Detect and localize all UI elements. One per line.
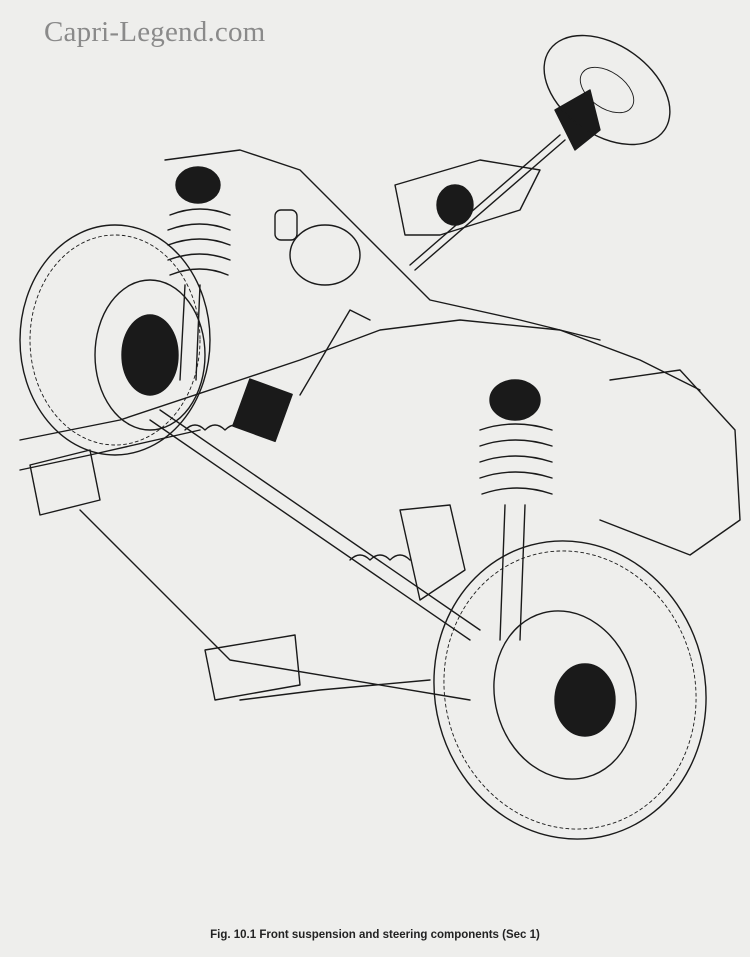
brake-servo	[274, 209, 371, 396]
anti-roll-bar	[29, 449, 471, 701]
steering-wheel	[543, 34, 671, 146]
steering-column	[394, 89, 601, 271]
body-shell	[19, 149, 741, 701]
steering-rack	[149, 378, 481, 641]
right-wheel	[433, 540, 707, 840]
right-strut	[479, 379, 553, 641]
left-wheel	[19, 224, 211, 456]
watermark-logo: Capri-Legend.com	[44, 16, 266, 48]
left-strut	[167, 166, 231, 381]
figure-caption: Fig. 10.1 Front suspension and steering …	[210, 929, 540, 941]
